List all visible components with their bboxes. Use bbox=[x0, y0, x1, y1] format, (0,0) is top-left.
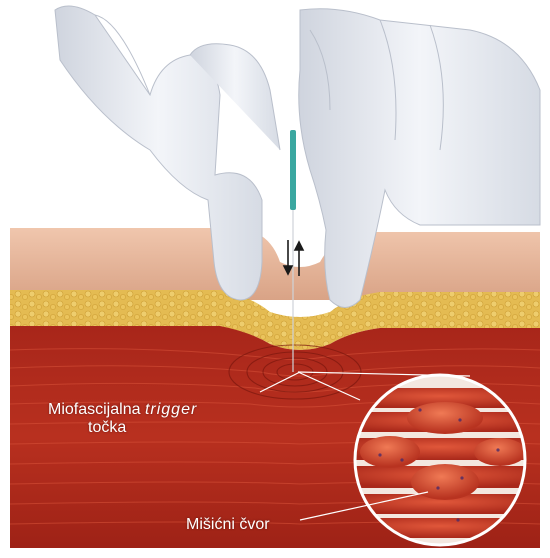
trigger-point-label-italic: trigger bbox=[145, 401, 197, 418]
muscle-knot-label: Mišićni čvor bbox=[186, 516, 270, 534]
skin-layer bbox=[10, 228, 540, 300]
trigger-point-label: Miofascijalna trigger točka bbox=[48, 401, 197, 437]
trigger-point-label-prefix: Miofascijalna bbox=[48, 401, 140, 418]
needle-hub bbox=[290, 130, 296, 210]
trigger-point-label-line2: točka bbox=[48, 419, 197, 437]
